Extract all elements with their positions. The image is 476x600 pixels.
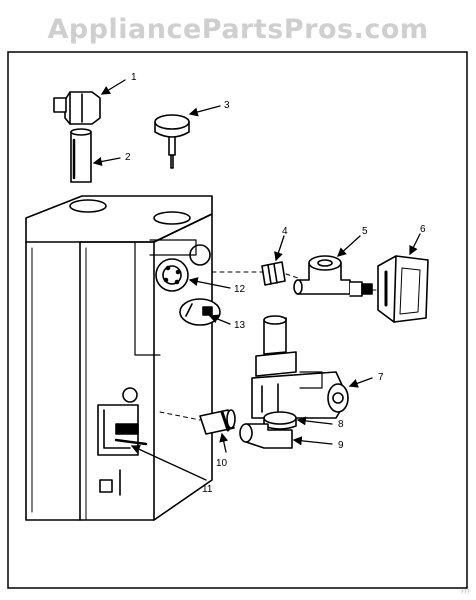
callout-3: 3: [224, 100, 230, 111]
boiler-cabinet: [25, 195, 213, 521]
part-4-bushing: [261, 261, 286, 286]
part-9-elbow: [239, 423, 293, 449]
part-2-pipe-nipple: [70, 128, 92, 183]
part-10-pipe-nipple: [199, 409, 236, 435]
part-5-tee-fitting: [293, 255, 373, 297]
callout-7: 7: [378, 372, 384, 383]
corner-mark: ???: [460, 589, 470, 596]
leader-arrows: [92, 79, 421, 481]
part-7-circulator-pump: [251, 315, 349, 419]
part-6-control-box: [377, 255, 429, 323]
callout-2: 2: [125, 152, 131, 163]
callout-6: 6: [420, 224, 426, 235]
callout-1: 1: [131, 72, 137, 83]
part-3-gauge: [154, 114, 190, 169]
part-13-inspection-cover: [179, 298, 221, 326]
explosion-lines: [159, 271, 381, 421]
callout-11: 11: [202, 484, 213, 495]
watermark-logo: AppliancePartsPros.com: [47, 14, 429, 45]
part-11-burner: [114, 423, 148, 446]
diagram-frame: [7, 51, 468, 589]
callout-9: 9: [338, 440, 344, 451]
part-12-relief-valve: [149, 239, 197, 292]
callout-10: 10: [216, 458, 228, 469]
callout-12: 12: [234, 284, 246, 295]
callout-5: 5: [362, 226, 368, 237]
callout-4: 4: [282, 226, 288, 237]
callout-8: 8: [338, 419, 344, 430]
callout-labels: 1 2 3 4 5 6 7 8 9 10 11 12 13: [125, 72, 426, 495]
callout-13: 13: [234, 320, 246, 331]
part-1-valve-fitting: [53, 91, 101, 125]
